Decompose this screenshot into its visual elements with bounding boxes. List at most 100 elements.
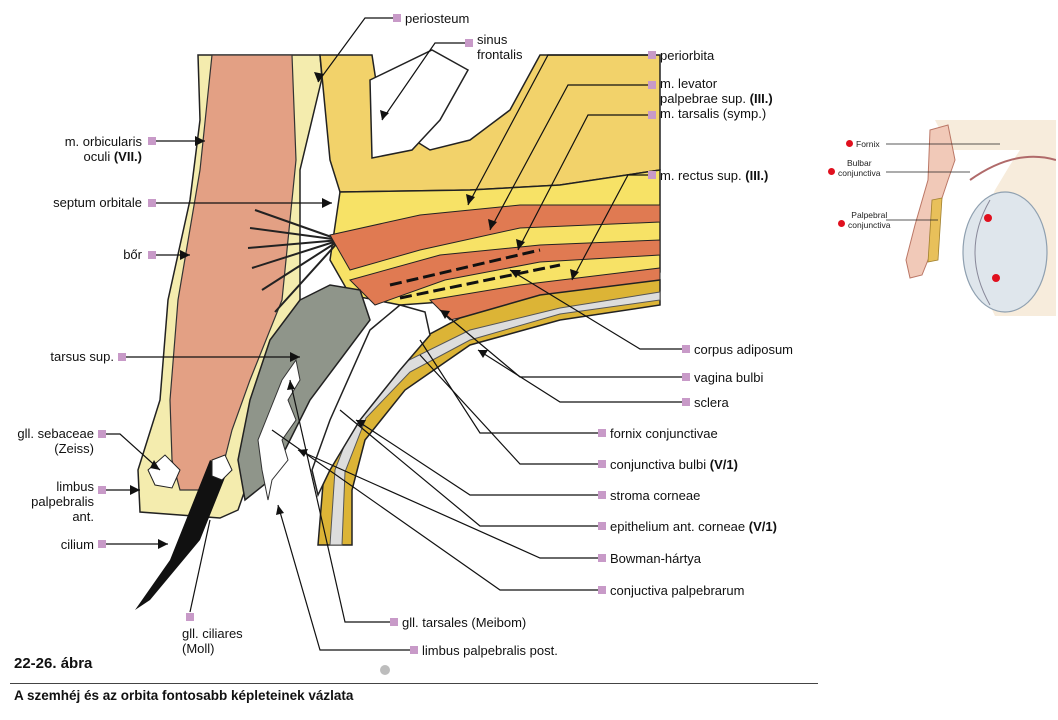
caption-rule: [10, 683, 818, 684]
label-periosteum: periosteum: [405, 11, 470, 26]
inset-label-palpebral-line1: Palpebral: [851, 210, 888, 220]
marker-corpus: [682, 345, 690, 353]
marker-cilium: [98, 540, 106, 548]
label-rectus: m. rectus sup. (III.): [660, 168, 768, 183]
marker-levator: [648, 81, 656, 89]
marker-septum: [148, 199, 156, 207]
sinus-frontalis-cavity: [369, 49, 470, 159]
label-epithelium-text: epithelium ant. corneae: [610, 519, 749, 534]
inset-label-bulbar: Bulbar conjunctiva: [838, 158, 881, 178]
label-orbicularis-line1: m. orbicularis: [64, 134, 142, 149]
marker-tarsus: [118, 353, 126, 361]
label-epithelium: epithelium ant. corneae (V/1): [610, 519, 777, 534]
label-rectus-nerve: (III.): [745, 168, 769, 183]
inset-label-palpebral: Palpebral conjunctiva: [848, 210, 891, 230]
label-ciliares: gll. ciliares (Moll): [182, 626, 243, 656]
label-orbicularis: m. orbicularis oculi (VII.): [22, 134, 142, 164]
moll-gland: [211, 454, 233, 481]
label-levator-line1: m. levator: [660, 76, 718, 91]
meibomian-gland: [257, 358, 301, 501]
inset-drawing: [886, 120, 1057, 316]
zeiss-gland: [147, 454, 181, 489]
label-sinus-line1: sinus: [477, 32, 508, 47]
marker-bor: [148, 251, 156, 259]
marker-limbus-post: [410, 646, 418, 654]
marker-fornix: [598, 429, 606, 437]
label-sclera: sclera: [694, 395, 729, 410]
tarsalis-fibers: [389, 248, 561, 300]
inset-label-bulbar-line2: conjunctiva: [838, 168, 881, 178]
figure-title: A szemhéj és az orbita fontosabb képlete…: [14, 688, 354, 703]
marker-sinus: [465, 39, 473, 47]
label-tarsus: tarsus sup.: [50, 349, 114, 364]
page-dot: [380, 665, 390, 675]
marker-tarsales: [390, 618, 398, 626]
label-sebaceae: gll. sebaceae (Zeiss): [0, 426, 94, 456]
marker-conj-bulbi: [598, 460, 606, 468]
label-sinus-frontalis: sinus frontalis: [477, 32, 523, 62]
label-epithelium-nerve: (V/1): [748, 519, 777, 534]
figure-number: 22-26. ábra: [14, 655, 93, 672]
label-conj-bulbi-nerve: (V/1): [709, 457, 738, 472]
marker-limbus-ant: [98, 486, 106, 494]
levator-muscle: [329, 204, 661, 271]
label-bor: bőr: [123, 247, 142, 262]
label-sinus-line2: frontalis: [477, 47, 523, 62]
label-stroma: stroma corneae: [610, 488, 701, 503]
label-tarsales: gll. tarsales (Meibom): [402, 615, 527, 630]
inset-marker-fornix: [846, 140, 853, 147]
inset-label-fornix: Fornix: [856, 139, 880, 149]
label-limbus-ant-line2: palpebralis: [31, 494, 94, 509]
label-levator-text: palpebrae sup.: [660, 91, 750, 106]
label-septum: septum orbitale: [53, 195, 142, 210]
leader-lines: [98, 17, 682, 651]
label-conj-palp: conjuctiva palpebrarum: [610, 583, 745, 598]
label-levator-line2: palpebrae sup. (III.): [660, 91, 773, 106]
marker-epithelium: [598, 522, 606, 530]
label-tarsalis: m. tarsalis (symp.): [660, 106, 767, 121]
marker-vagina: [682, 373, 690, 381]
label-periorbita: periorbita: [660, 48, 715, 63]
label-orbicularis-nerve: (VII.): [113, 149, 142, 164]
label-fornix: fornix conjunctivae: [610, 426, 718, 441]
label-orbicularis-text: oculi: [83, 149, 114, 164]
arrowheads: [130, 72, 579, 549]
marker-bowman: [598, 554, 606, 562]
label-conj-bulbi-text: conjunctiva bulbi: [610, 457, 710, 472]
marker-sclera: [682, 398, 690, 406]
marker-periorbita: [648, 51, 656, 59]
marker-periosteum: [393, 14, 401, 22]
label-cilium: cilium: [60, 537, 94, 552]
inset-conjunctiva: Fornix Bulbar conjunctiva Palpebral conj…: [820, 120, 1057, 316]
label-vagina: vagina bulbi: [694, 370, 764, 385]
label-corpus: corpus adiposum: [694, 342, 793, 357]
label-bowman: Bowman-hártya: [610, 551, 702, 566]
septum-fibers: [247, 209, 341, 313]
label-limbus-ant-line3: ant.: [72, 509, 94, 524]
label-limbus-post: limbus palpebralis post.: [422, 643, 558, 658]
marker-conj-palp: [598, 586, 606, 594]
tarsalis-muscle: [349, 239, 661, 306]
marker-orbicularis: [148, 137, 156, 145]
inset-label-bulbar-line1: Bulbar: [846, 158, 872, 168]
label-ciliares-line2: (Moll): [182, 641, 215, 656]
label-levator-nerve: (III.): [749, 91, 773, 106]
marker-tarsalis: [648, 111, 656, 119]
marker-stroma: [598, 491, 606, 499]
label-sebaceae-line2: (Zeiss): [54, 441, 94, 456]
marker-ciliares: [186, 613, 194, 621]
label-orbicularis-line2: oculi (VII.): [22, 149, 142, 164]
label-sebaceae-line1: gll. sebaceae: [17, 426, 94, 441]
inset-label-palpebral-line2: conjunctiva: [848, 220, 891, 230]
label-levator: m. levator palpebrae sup. (III.): [660, 76, 773, 106]
inset-marker-palpebral: [838, 220, 845, 227]
label-limbus-ant-line1: limbus: [56, 479, 94, 494]
marker-sebaceae: [98, 430, 106, 438]
label-limbus-ant: limbus palpebralis ant.: [0, 479, 94, 524]
cilium-lash: [135, 460, 228, 610]
label-conj-bulbi: conjunctiva bulbi (V/1): [610, 457, 738, 472]
marker-rectus: [648, 171, 656, 179]
label-ciliares-line1: gll. ciliares: [182, 626, 243, 641]
label-rectus-text: m. rectus sup.: [660, 168, 746, 183]
